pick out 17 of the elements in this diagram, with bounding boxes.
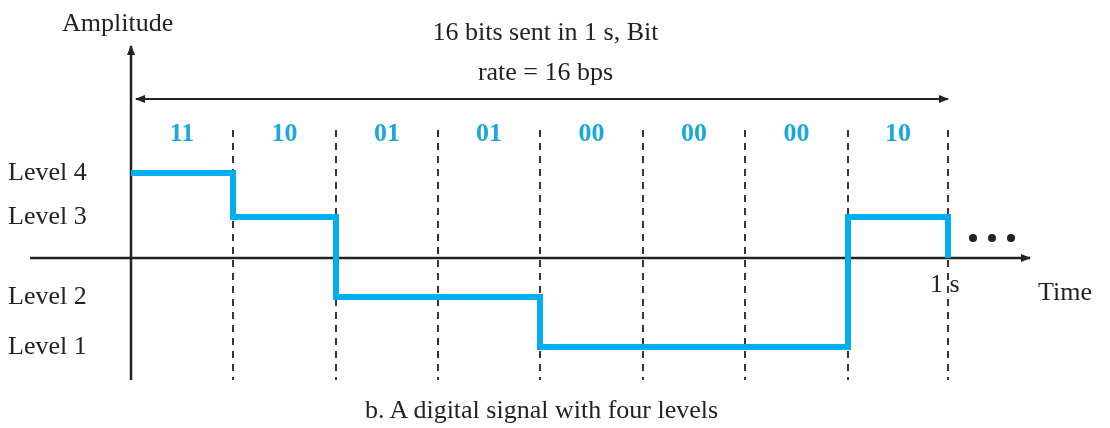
level-label: Level 4 <box>8 157 87 187</box>
bit-label: 00 <box>578 118 605 148</box>
bit-label: 10 <box>885 118 911 148</box>
bit-label: 10 <box>271 118 298 148</box>
axis-title: Time <box>1038 277 1092 307</box>
axis-title: Amplitude <box>62 8 174 38</box>
caption: b. A digital signal with four levels <box>365 395 719 425</box>
level-label: Level 3 <box>8 201 87 231</box>
bit-label: 11 <box>169 118 195 148</box>
bit-label: 00 <box>681 118 707 148</box>
level-label: Level 1 <box>8 331 87 361</box>
bit-label: 00 <box>783 118 810 148</box>
level-label: Level 2 <box>8 281 87 311</box>
tick-label: 1 s <box>930 269 960 299</box>
rate-note: 16 bits sent in 1 s, Bit rate = 16 bps <box>431 16 660 88</box>
bit-label: 01 <box>476 118 502 148</box>
bit-label: 01 <box>374 118 400 148</box>
